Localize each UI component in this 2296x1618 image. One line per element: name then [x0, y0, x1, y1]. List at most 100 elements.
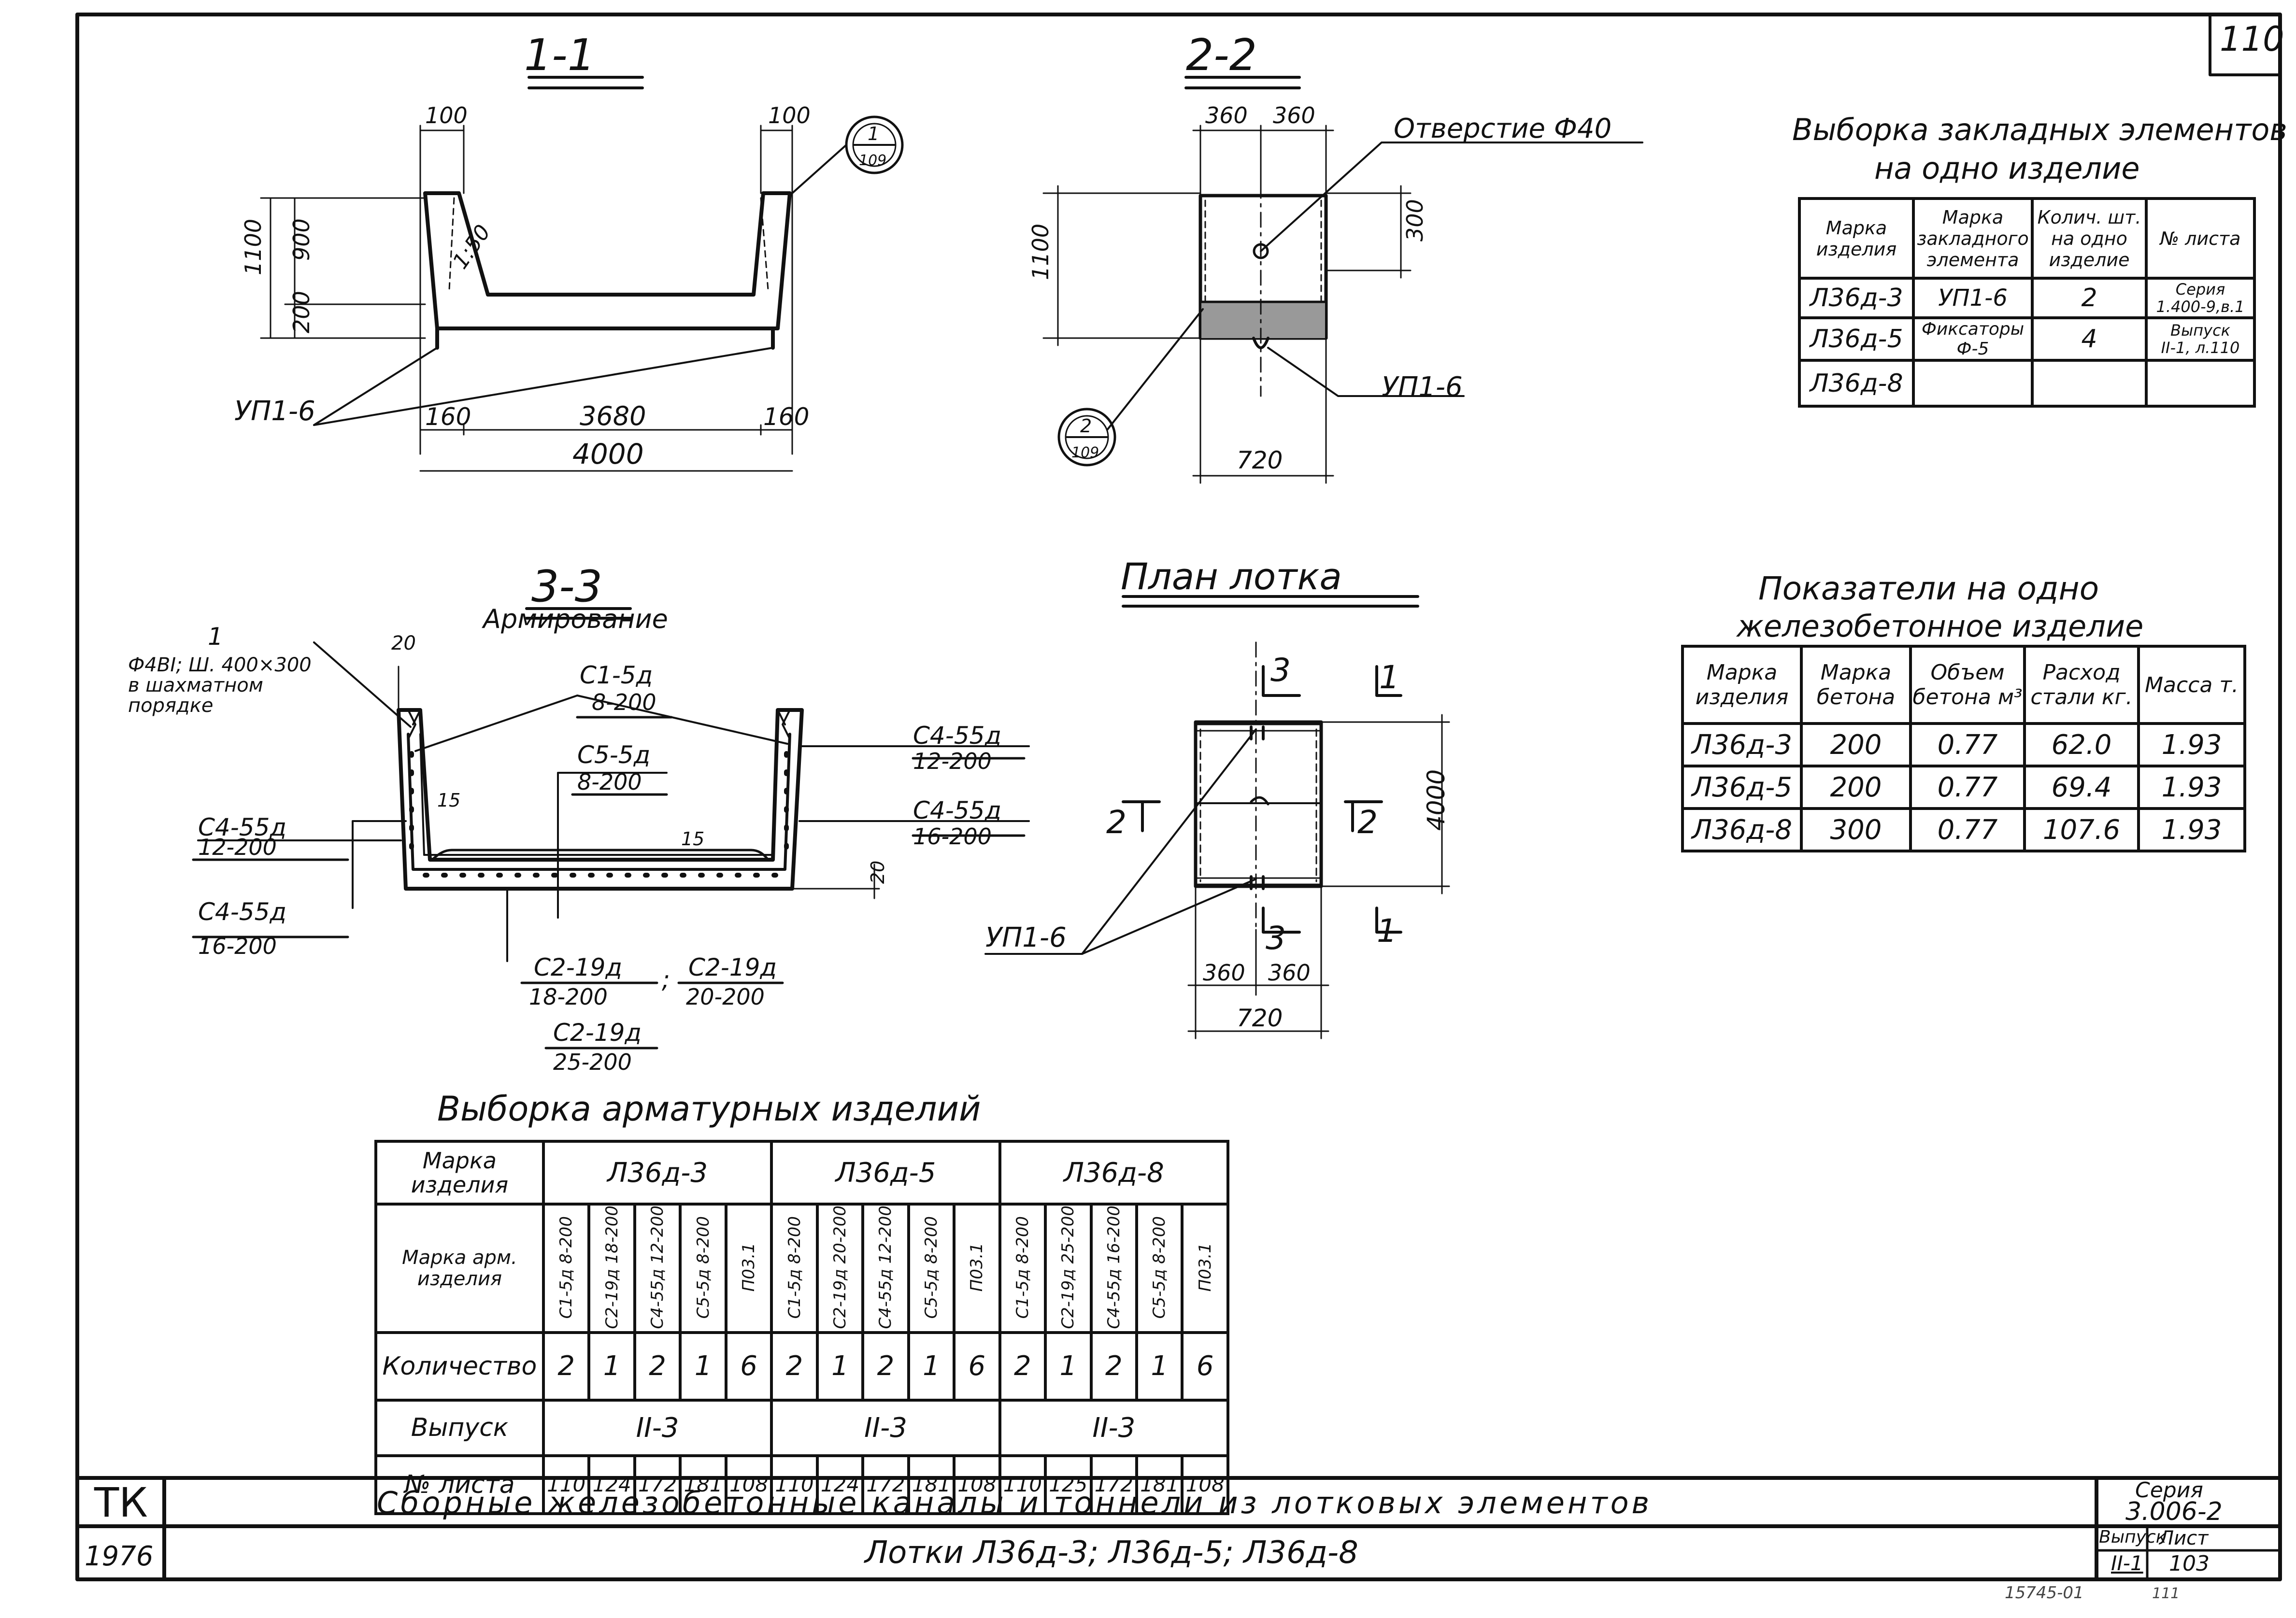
indicators-title-2: железобетонное изделие [1737, 609, 2144, 644]
rebar-qty-0-4: 6 [724, 1331, 773, 1402]
s11-title: 1-1 [524, 30, 595, 81]
s33-subtitle: Армирование [482, 604, 668, 634]
ind-r0-c4: 1.93 [2137, 722, 2246, 767]
rebar-title: Выборка арматурных изделий [437, 1089, 981, 1129]
rebar-issue-1: II-3 [770, 1398, 1001, 1457]
s22-dim-360b: 360 [1273, 102, 1315, 128]
stamp-org: ТК [94, 1479, 148, 1526]
rebar-h-product: Марка изделия [374, 1140, 545, 1206]
stamp-sheet: 103 [2169, 1551, 2210, 1576]
ind-r2-c1: 300 [1800, 807, 1912, 852]
plan-title: План лотка [1121, 555, 1342, 598]
s11-callout-sheet: 109 [859, 152, 886, 169]
indicators-title-1: Показатели на одно [1758, 570, 2099, 607]
ind-r0-c0: Л36д-3 [1681, 722, 1803, 767]
emb-sheet-0-l1: Серия [2175, 280, 2225, 298]
sheet-frame [75, 13, 2282, 1581]
emb-product-1: Л36д-5 [1798, 316, 1915, 362]
rebar-qty-1-4: 6 [953, 1331, 1001, 1402]
rebar-qty-1-0: 2 [770, 1331, 819, 1402]
ind-h-0: Марка изделия [1681, 645, 1803, 725]
emb-sheet-1-l2: II-1, л.110 [2161, 339, 2240, 357]
emb-product-0: Л36д-3 [1798, 277, 1915, 319]
s22-dim-720: 720 [1237, 446, 1283, 474]
stamp-subtitle: Лотки Л36д-3; Л36д-5; Л36д-8 [865, 1535, 1358, 1571]
rebar-arm-0-3: С5-5д 8-200 [693, 1216, 713, 1319]
rebar-sheet-0-4: 108 [724, 1454, 773, 1515]
plan-dim-360a: 360 [1203, 960, 1245, 986]
rebar-sheet-0-1: 124 [587, 1454, 636, 1515]
rebar-arm-0-4: П03.1 [739, 1243, 759, 1292]
rebar-issue-0: II-3 [542, 1398, 773, 1457]
s11-dim-1100: 1100 [240, 219, 266, 275]
s33-r1-top: С4-55д [913, 722, 1001, 750]
rebar-arm-1-4: П03.1 [967, 1243, 987, 1292]
s11-dim-3680: 3680 [580, 401, 646, 431]
footer-code: 15745-01 [2005, 1583, 2084, 1603]
ind-r1-c3: 69.4 [2023, 765, 2140, 810]
ind-h-2: Объем бетона м³ [1909, 645, 2026, 725]
rebar-sheet-2-4: 108 [1181, 1454, 1229, 1515]
s11-dim-4000: 4000 [572, 438, 644, 470]
indicators-table: Марка изделия Марка бетона Объем бетона … [1681, 645, 2246, 852]
s11-dim-100a: 100 [425, 102, 468, 128]
rebar-h-qty: Количество [374, 1331, 545, 1402]
rebar-qty-2-3: 1 [1135, 1331, 1184, 1402]
s33-r2-bot: 16-200 [913, 823, 992, 850]
s22-dim-300: 300 [1402, 199, 1428, 241]
plan-dim-4000: 4000 [1422, 769, 1450, 831]
s22-up-label: УП1-6 [1382, 371, 1463, 403]
rebar-arm-2-4: П03.1 [1195, 1243, 1215, 1292]
ind-h-4: Масса т. [2137, 645, 2246, 725]
rebar-group-2-name: Л36д-8 [998, 1140, 1230, 1206]
rebar-arm-2-1: С2-19д 25-200 [1058, 1206, 1078, 1329]
sheet-number-top: 110 [2220, 19, 2284, 59]
s11-dim-200: 200 [288, 291, 314, 333]
s11-dim-160a: 160 [425, 403, 471, 431]
s11-dim-100b: 100 [768, 102, 811, 128]
rebar-arm-2-3: С5-5д 8-200 [1150, 1216, 1169, 1319]
rebar-sheet-1-4: 108 [953, 1454, 1001, 1515]
stamp-issue: II-1 [2111, 1551, 2143, 1575]
s33-c55-top: С5-5д [577, 741, 650, 769]
rebar-arm-0-1: С2-19д 18-200 [602, 1206, 622, 1329]
rebar-arm-1-2: С4-55д 12-200 [876, 1206, 896, 1329]
s33-b2-top: С2-19д [688, 953, 777, 981]
rebar-arm-0-0: С1-5д 8-200 [556, 1216, 576, 1319]
rebar-sheet-0-2: 172 [633, 1454, 682, 1515]
emb-sheet-0-l2: 1.400-9,в.1 [2156, 298, 2245, 316]
stamp-year: 1976 [85, 1541, 154, 1572]
s11-slope: 1:50 [448, 220, 495, 273]
s22-hole: Отверстие Ф40 [1394, 113, 1611, 144]
s33-dim-15a: 15 [437, 790, 460, 811]
s33-note-l3: порядке [128, 695, 214, 717]
ind-r1-c4: 1.93 [2137, 765, 2246, 810]
rebar-arm-1-1: С2-19д 20-200 [830, 1206, 850, 1329]
rebar-table: Марка изделия Л36д-3 Л36д-5 Л36д-8 Марка… [374, 1140, 1230, 1515]
s33-b1-bot: 18-200 [529, 984, 608, 1010]
rebar-qty-1-3: 1 [907, 1331, 956, 1402]
rebar-sheet-1-2: 172 [861, 1454, 910, 1515]
rebar-qty-2-1: 1 [1044, 1331, 1093, 1402]
rebar-group-0-name: Л36д-3 [542, 1140, 773, 1206]
rebar-sheet-0-0: 110 [542, 1454, 591, 1515]
s22-dim-1100: 1100 [1027, 224, 1054, 280]
stamp-series: 3.006-2 [2125, 1497, 2223, 1526]
s22-title: 2-2 [1186, 30, 1257, 81]
plan-sec1a: 1 [1379, 659, 1399, 696]
rebar-qty-0-1: 1 [587, 1331, 636, 1402]
ind-r2-c2: 0.77 [1909, 807, 2026, 852]
s33-l2-top: С4-55д [198, 898, 286, 926]
s33-semicolon: ; [662, 965, 670, 994]
s22-dim-360a: 360 [1205, 102, 1248, 128]
ind-r2-c4: 1.93 [2137, 807, 2246, 852]
rebar-qty-0-0: 2 [542, 1331, 591, 1402]
rebar-sheet-1-3: 181 [907, 1454, 956, 1515]
stamp-title: Сборные железобетонные каналы и тоннели … [377, 1485, 1653, 1520]
rebar-h-issue: Выпуск [374, 1398, 545, 1457]
embedded-title-1: Выборка закладных элементов [1792, 112, 2287, 147]
embedded-title-2: на одно изделие [1874, 151, 2140, 186]
s33-dim-20b: 20 [867, 861, 888, 884]
rebar-qty-2-4: 6 [1181, 1331, 1229, 1402]
plan-sec3b: 3 [1266, 920, 1286, 957]
